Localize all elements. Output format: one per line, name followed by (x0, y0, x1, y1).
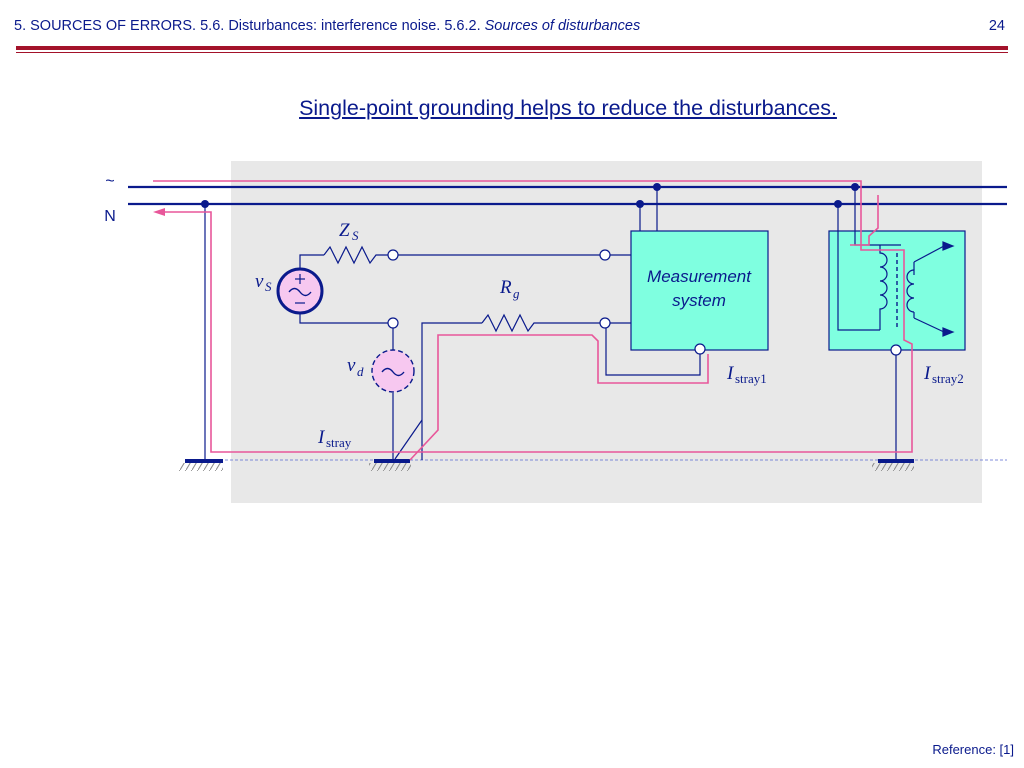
source-vs (276, 267, 324, 315)
section-header-italic: Sources of disturbances (484, 18, 641, 34)
phase-label: ~ (105, 173, 114, 190)
rg-label-main: R (499, 277, 512, 298)
zs-label-sub: S (352, 228, 359, 243)
circuit-wiring (204, 187, 945, 460)
zs-label: Z S (339, 220, 359, 243)
istray1-label-sub: stray1 (735, 371, 767, 386)
terminals (387, 249, 902, 356)
measurement-system-label-line1: Measurement (647, 267, 752, 286)
zs-label-main: Z (339, 220, 350, 241)
vs-label-main: v (255, 271, 264, 292)
istray-label-sub: stray (326, 435, 352, 450)
istray1-label: I stray1 (726, 363, 767, 386)
header-rule (16, 46, 1008, 50)
slide-title: Single-point grounding helps to reduce t… (299, 96, 837, 120)
vd-label-main: v (347, 355, 356, 376)
section-header-text: 5. SOURCES OF ERRORS. 5.6. Disturbances:… (14, 18, 485, 34)
transformer-output-arrows (942, 241, 955, 337)
stray-current-arrow (153, 208, 165, 216)
ground-symbol-middle (369, 459, 411, 471)
stray-current-path (153, 180, 913, 453)
vs-label-sub: S (265, 279, 272, 294)
junction-dots (201, 183, 859, 208)
ground-symbol-right (872, 459, 914, 471)
header-rule-thin (16, 52, 1008, 53)
page-number: 24 (988, 18, 1005, 34)
istray-label: I stray (317, 427, 352, 450)
measurement-system-label: Measurement system (647, 267, 752, 310)
measurement-system-label-line2: system (672, 291, 726, 310)
vs-label: v S (255, 271, 272, 294)
vd-label-sub: d (357, 364, 364, 379)
istray-label-main: I (317, 427, 326, 448)
neutral-label: N (104, 208, 116, 225)
rg-label-sub: g (513, 286, 520, 301)
istray2-label-sub: stray2 (932, 371, 964, 386)
istray2-label-main: I (923, 363, 932, 384)
stray-current-path-2 (409, 334, 709, 461)
source-vd (371, 349, 415, 393)
reference-note: Reference: [1] (932, 742, 1014, 757)
istray2-label: I stray2 (923, 363, 964, 386)
rg-label: R g (499, 277, 520, 301)
stray-current-path-3 (850, 195, 879, 246)
vd-label: v d (347, 355, 364, 379)
section-header: 5. SOURCES OF ERRORS. 5.6. Disturbances:… (14, 18, 640, 34)
measurement-system-box (630, 230, 769, 351)
istray1-label-main: I (726, 363, 735, 384)
ground-symbol-left (179, 459, 223, 471)
